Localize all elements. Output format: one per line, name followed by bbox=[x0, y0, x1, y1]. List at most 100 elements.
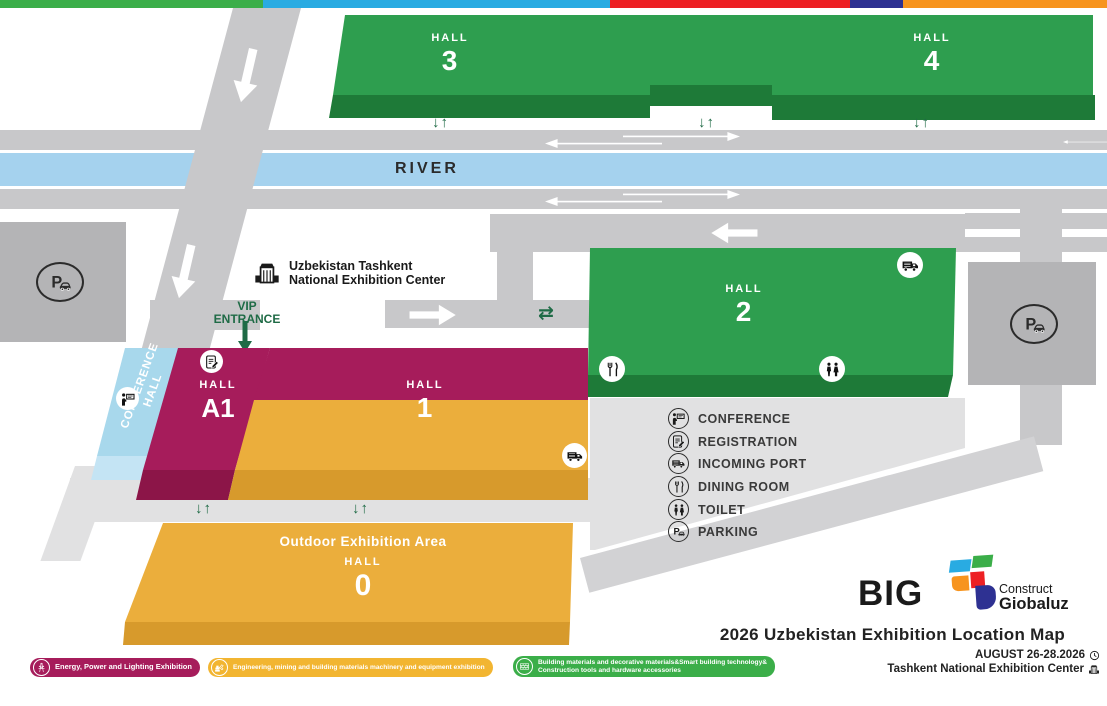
river bbox=[0, 153, 1107, 186]
hall-2-building bbox=[585, 248, 960, 398]
exhibition-center-icon bbox=[252, 258, 282, 286]
hall-4-label: HALL 4 bbox=[913, 32, 951, 76]
hall-3-4-building bbox=[310, 15, 1100, 127]
map-title: 2026 Uzbekistan Exhibition Location Map bbox=[719, 625, 1066, 644]
legend-row-toilet: TOILET bbox=[668, 499, 745, 520]
venue-building-icon bbox=[1088, 663, 1100, 675]
badge-building-materials: Building materials and decorative materi… bbox=[513, 656, 775, 677]
big5-logo-brand: Giobaluz bbox=[999, 595, 1069, 613]
road-arrow-right-icon bbox=[405, 304, 461, 326]
big5-logo-five bbox=[948, 554, 999, 613]
parking-icon bbox=[668, 521, 689, 542]
legend-row-dining: DINING ROOM bbox=[668, 476, 790, 497]
road-north-of-river bbox=[0, 130, 1107, 150]
incoming-port-icon bbox=[897, 252, 923, 278]
legend-label: PARKING bbox=[698, 524, 759, 539]
excavator-icon bbox=[211, 659, 228, 676]
exhibition-center-label: Uzbekistan Tashkent National Exhibition … bbox=[289, 259, 446, 288]
hall-0-area bbox=[100, 522, 580, 652]
legend-label: INCOMING PORT bbox=[698, 456, 807, 471]
incoming-port-icon bbox=[562, 443, 587, 468]
badge-engineering: Engineering, mining and building materia… bbox=[208, 658, 493, 677]
badge-energy: Energy, Power and Lighting Exhibition bbox=[30, 658, 200, 677]
big5-logo-text: BIG bbox=[858, 574, 924, 613]
five-segment-green bbox=[971, 554, 994, 569]
parking-icon bbox=[36, 262, 84, 302]
road-vertical-right-lower bbox=[1020, 385, 1062, 445]
registration-icon bbox=[668, 431, 689, 452]
conference-icon bbox=[668, 408, 689, 429]
stripe-green bbox=[0, 0, 263, 8]
hall-connector-roof bbox=[650, 15, 772, 85]
traffic-arrow-left-icon bbox=[540, 139, 667, 148]
road-hall2-stub bbox=[497, 252, 533, 300]
hall-1-label: HALL 1 bbox=[406, 379, 444, 423]
hall-a1-front bbox=[136, 470, 235, 500]
brand-stripe bbox=[0, 0, 1107, 8]
hall-connector-front bbox=[650, 85, 772, 106]
hall-3-label: HALL 3 bbox=[431, 32, 469, 76]
hall-a1-label: HALL A1 bbox=[199, 379, 237, 423]
stripe-cyan bbox=[263, 0, 610, 8]
legend-row-conference: CONFERENCE bbox=[668, 408, 791, 429]
legend-row-registration: REGISTRATION bbox=[668, 431, 798, 452]
gate-arrows: ↓↑ bbox=[352, 500, 369, 517]
gate-arrows: ↓↑ bbox=[195, 500, 212, 517]
traffic-arrow-left-icon bbox=[1063, 138, 1107, 146]
hall-0-top bbox=[125, 523, 573, 622]
dining-icon bbox=[599, 356, 625, 382]
hall-1-roof-magenta bbox=[254, 348, 588, 400]
incoming-port-icon bbox=[668, 453, 689, 474]
hall-2-roof bbox=[588, 248, 956, 375]
road-west-stub bbox=[150, 300, 260, 330]
clock-icon bbox=[1089, 650, 1100, 661]
hall-2-front bbox=[585, 375, 953, 397]
event-venue: Tashkent National Exhibition Center bbox=[760, 663, 1100, 675]
legend-label: REGISTRATION bbox=[698, 434, 798, 449]
hall-2-label: HALL 2 bbox=[725, 283, 763, 327]
road-vertical-right-upper bbox=[1020, 209, 1062, 262]
five-segment-blue bbox=[948, 559, 972, 573]
parking-icon bbox=[1010, 304, 1058, 344]
badge-label-line2: Construction tools and hardware accessor… bbox=[538, 666, 681, 674]
five-segment-orange bbox=[951, 575, 970, 592]
stripe-indigo bbox=[850, 0, 903, 8]
facilities-legend: CONFERENCE REGISTRATION INCOMING PORT DI… bbox=[668, 400, 888, 550]
gate-arrows: ↓↑ bbox=[913, 114, 930, 131]
badge-label-line1: Building materials and decorative materi… bbox=[538, 659, 767, 667]
hall-4-roof bbox=[772, 15, 1093, 95]
registration-icon bbox=[200, 350, 223, 373]
gate-arrows: ↓↑ bbox=[698, 114, 715, 131]
toilet-icon bbox=[819, 356, 845, 382]
badge-label: Building materials and decorative materi… bbox=[538, 659, 767, 673]
toilet-icon bbox=[668, 499, 689, 520]
big5-logo-construct: Construct bbox=[999, 582, 1053, 596]
hall-3-roof bbox=[333, 15, 650, 95]
hall-4-front bbox=[772, 95, 1095, 120]
big5-logo: BIG Construct Giobaluz bbox=[858, 554, 1107, 616]
event-venue-text: Tashkent National Exhibition Center bbox=[887, 663, 1084, 675]
badge-label: Engineering, mining and building materia… bbox=[233, 663, 485, 671]
legend-label: TOILET bbox=[698, 502, 746, 517]
road-arrow-left-icon bbox=[706, 222, 762, 244]
legend-row-incoming-port: INCOMING PORT bbox=[668, 453, 807, 474]
hall-1-front bbox=[228, 470, 588, 500]
hall-0-front bbox=[123, 622, 570, 645]
legend-row-parking: PARKING bbox=[668, 521, 758, 542]
hall-1-building bbox=[225, 348, 590, 503]
hall-3-front bbox=[329, 95, 650, 118]
event-date-text: AUGUST 26-28.2026 bbox=[975, 649, 1085, 661]
badge-label: Energy, Power and Lighting Exhibition bbox=[55, 662, 192, 672]
stripe-orange bbox=[903, 0, 1107, 8]
conference-icon bbox=[116, 387, 139, 410]
event-date: AUGUST 26-28.2026 bbox=[800, 649, 1100, 661]
dining-icon bbox=[668, 476, 689, 497]
gate-arrows: ↓↑ bbox=[432, 114, 449, 131]
bricks-icon bbox=[516, 658, 533, 675]
hall-0-label: Outdoor Exhibition Area HALL 0 bbox=[279, 534, 447, 602]
legend-label: DINING ROOM bbox=[698, 479, 790, 494]
vip-entrance-label: VIP ENTRANCE bbox=[213, 299, 281, 327]
river-label: RIVER bbox=[395, 160, 459, 177]
legend-label: CONFERENCE bbox=[698, 411, 791, 426]
